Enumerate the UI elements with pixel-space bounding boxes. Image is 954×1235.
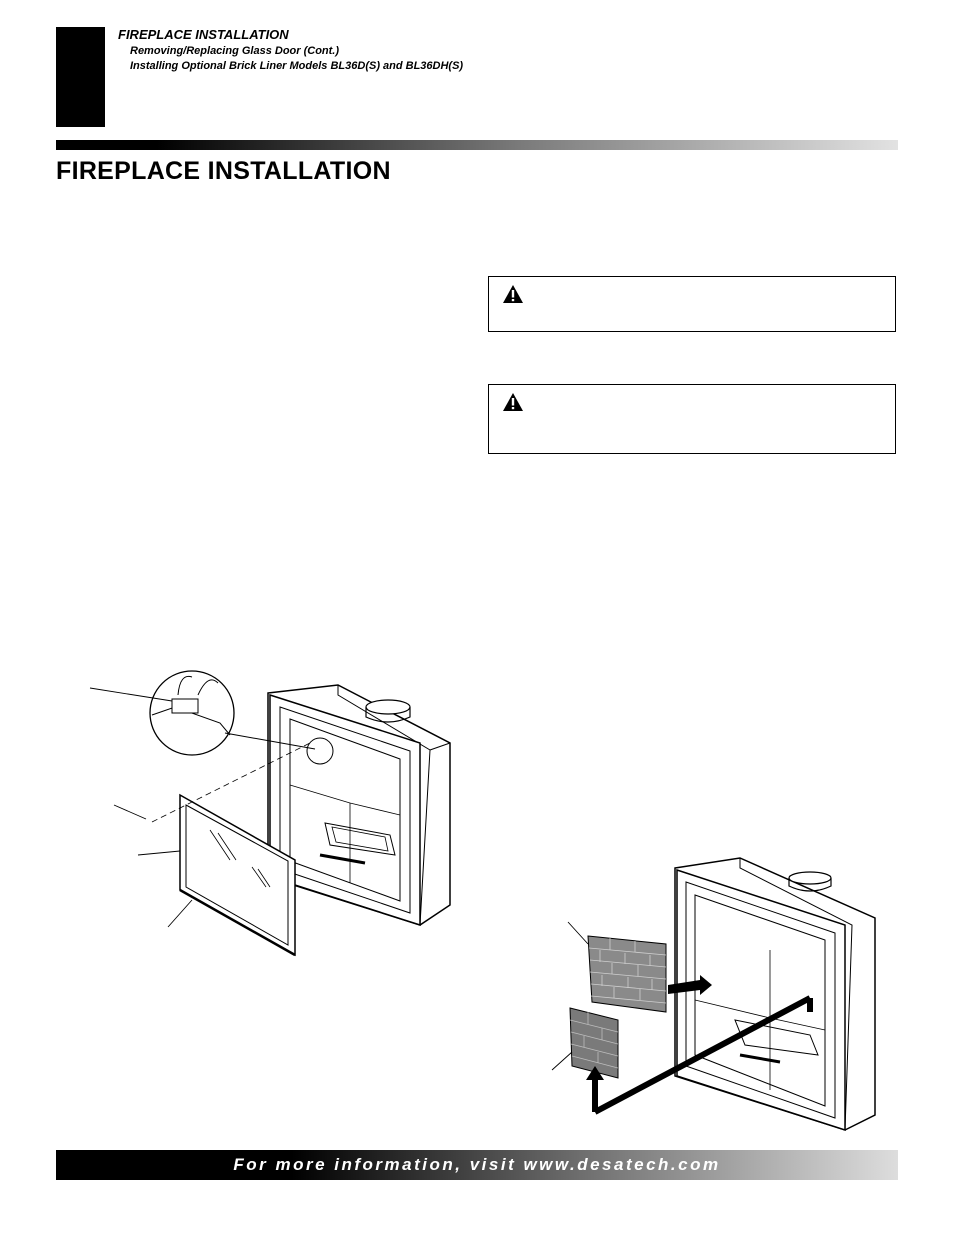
footer-banner: For more information, visit www.desatech… (56, 1150, 898, 1180)
footer-text: For more information, visit www.desatech… (233, 1155, 721, 1174)
warning-box-2 (488, 384, 896, 454)
glass-door-removal-figure (89, 670, 451, 957)
header-subtitle-2: Installing Optional Brick Liner Models B… (130, 60, 464, 72)
header-section-title: FIREPLACE INSTALLATION (118, 27, 289, 42)
brick-liner-installation-figure (551, 857, 876, 1132)
brick-panel-small (569, 1007, 619, 1079)
section-tab-marker (56, 27, 105, 127)
header-rule (56, 140, 898, 150)
warning-box-1 (488, 276, 896, 332)
warning-triangle-icon (503, 285, 523, 303)
warning-triangle-icon (503, 393, 523, 411)
page-title: FIREPLACE INSTALLATION (56, 157, 391, 185)
header-subtitle-1: Removing/Replacing Glass Door (Cont.) (130, 45, 340, 57)
brick-panel-large (587, 935, 667, 1013)
